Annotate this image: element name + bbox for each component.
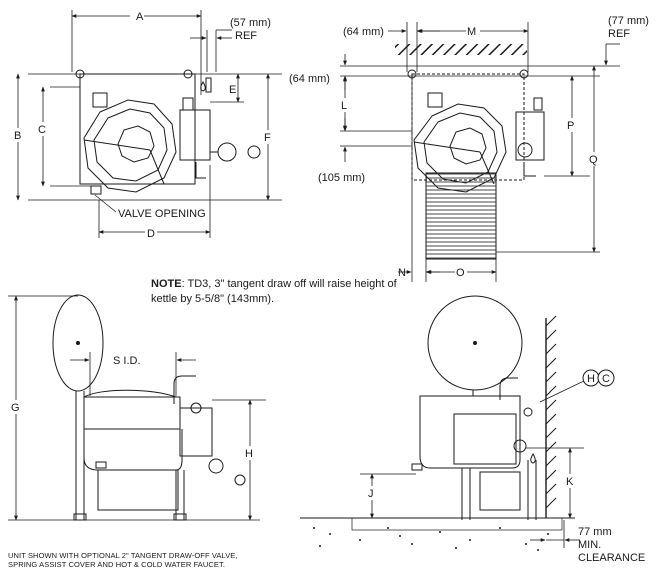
side-plan-view [395,44,545,260]
note-text: : TD3, 3" tangent draw off will raise he… [151,278,397,305]
cold-symbol: C [602,373,610,385]
dim-a-label: A [136,11,144,23]
dim-b-label: B [14,130,21,142]
note-label: NOTE [151,278,182,290]
dim-d-label: D [147,228,155,240]
ref-label-1: REF [235,30,257,42]
dim-e-label: E [229,84,236,96]
side-64mm-label: (64 mm) [289,73,330,85]
plan-view-labels: A (57 mm) REF B C E F VALVE OPENING D [12,8,274,240]
dim-l-label: L [341,100,347,112]
dim-g-label: G [11,402,20,414]
dim-j-label: J [368,488,374,500]
tangent-draw-off-note: NOTE: TD3, 3" tangent draw off will rais… [151,277,411,307]
side-plan-labels: (64 mm) M (77 mm) REF (64 mm) L (105 mm)… [289,15,649,280]
ref-57mm-label: (57 mm) [230,17,271,29]
side-105mm-label: (105 mm) [318,172,365,184]
dim-q-label: Q [589,154,598,166]
ref-label-2: REF [608,28,630,40]
dim-p-label: P [567,120,574,132]
dim-f-label: F [264,132,271,144]
dim-n-label: N [398,267,406,279]
ref-77mm-label: (77 mm) [608,15,649,27]
valve-opening-label: VALVE OPENING [118,208,206,220]
footer-line-2: SPRING ASSIST COVER AND HOT & COLD WATER… [8,560,226,569]
side-elevation [411,295,547,520]
top-64mm-label: (64 mm) [343,26,384,38]
plan-view [75,69,261,195]
side-elevation-labels: J K 77 mm MIN. CLEARANCE [366,474,645,564]
dim-m-label: M [467,26,476,38]
hot-cold-symbols: H C [530,369,615,464]
front-elevation [52,294,246,521]
dim-h-label: H [245,448,253,460]
clearance-min-label: MIN. [578,539,601,551]
clearance-mm-label: 77 mm [578,526,612,538]
dim-o-label: O [456,267,465,279]
front-elevation-labels: G S I.D. H [10,355,256,460]
footer-caption: UNIT SHOWN WITH OPTIONAL 2" TANGENT DRAW… [8,551,328,569]
floor [300,517,575,551]
dim-k-label: K [566,476,574,488]
front-elevation-dimensions [8,295,266,521]
plan-view-dimensions [16,10,282,238]
dim-s-id-label: S I.D. [113,355,141,367]
footer-line-1: UNIT SHOWN WITH OPTIONAL 2" TANGENT DRAW… [8,551,238,560]
hot-symbol: H [587,373,595,385]
clearance-word-label: CLEARANCE [578,552,645,564]
wall-hatching [545,315,557,509]
dim-c-label: C [38,124,46,136]
